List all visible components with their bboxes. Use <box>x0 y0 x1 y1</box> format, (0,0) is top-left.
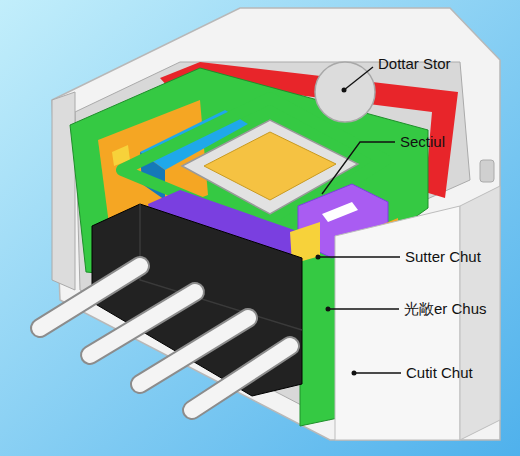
right-wall <box>335 206 460 440</box>
pin <box>40 266 140 328</box>
part-label: Cutit Chut <box>406 364 473 382</box>
leader-dots <box>316 88 357 376</box>
leader-line <box>322 142 395 194</box>
pin <box>192 346 290 410</box>
part-label: Sectiul <box>400 133 445 151</box>
leader-line <box>344 67 373 90</box>
left-wall <box>52 92 75 290</box>
leader-lines <box>318 67 401 373</box>
leader-dot <box>326 307 331 312</box>
leader-line <box>354 372 401 373</box>
housing <box>52 8 500 440</box>
part-label: Dottar Stor <box>378 55 451 73</box>
pin <box>40 266 140 328</box>
white-window <box>322 202 358 222</box>
leader-dot <box>342 88 347 93</box>
part-label: 光敞er Chus <box>404 300 487 318</box>
leader-dot <box>352 371 357 376</box>
pin <box>90 292 195 355</box>
pins <box>40 266 290 410</box>
yellow-chip <box>204 132 336 200</box>
latch <box>480 160 494 182</box>
leader-dot <box>316 255 321 260</box>
pin <box>192 346 290 410</box>
round-post <box>315 62 375 122</box>
pin <box>90 292 195 355</box>
part-label: Sutter Chut <box>405 248 481 266</box>
leader-line <box>328 308 399 309</box>
leader-line <box>318 256 400 257</box>
